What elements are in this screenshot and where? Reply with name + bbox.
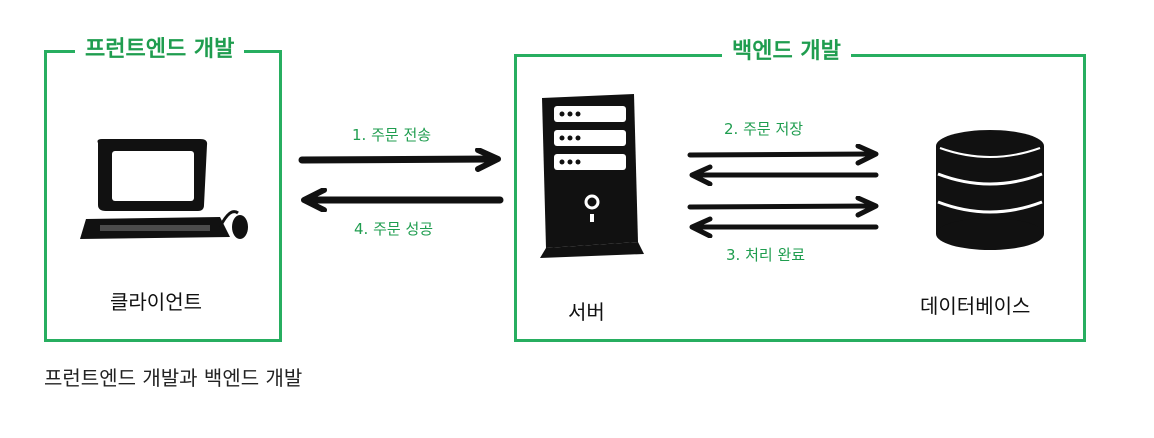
computer-icon xyxy=(80,139,248,239)
flow-step-4: 4. 주문 성공 xyxy=(354,220,434,238)
arrow-store xyxy=(687,144,879,166)
frontend-title: 프런트엔드 개발 xyxy=(75,38,245,62)
flow-step-3: 3. 처리 완료 xyxy=(726,246,806,264)
database-label: 데이터베이스 xyxy=(920,294,1031,318)
arrow-store-return xyxy=(689,164,879,186)
server-label: 서버 xyxy=(568,300,605,324)
server-icon xyxy=(540,94,644,258)
arrow-process xyxy=(687,196,879,218)
arrow-request xyxy=(298,148,501,172)
figure-caption: 프런트엔드 개발과 백엔드 개발 xyxy=(44,366,303,390)
arrow-response xyxy=(301,188,504,212)
client-label: 클라이언트 xyxy=(110,290,202,314)
flow-step-1: 1. 주문 전송 xyxy=(352,126,432,144)
database-icon xyxy=(936,130,1044,250)
flow-step-2: 2. 주문 저장 xyxy=(724,120,804,138)
backend-title: 백엔드 개발 xyxy=(722,40,851,64)
arrow-complete xyxy=(689,216,879,238)
